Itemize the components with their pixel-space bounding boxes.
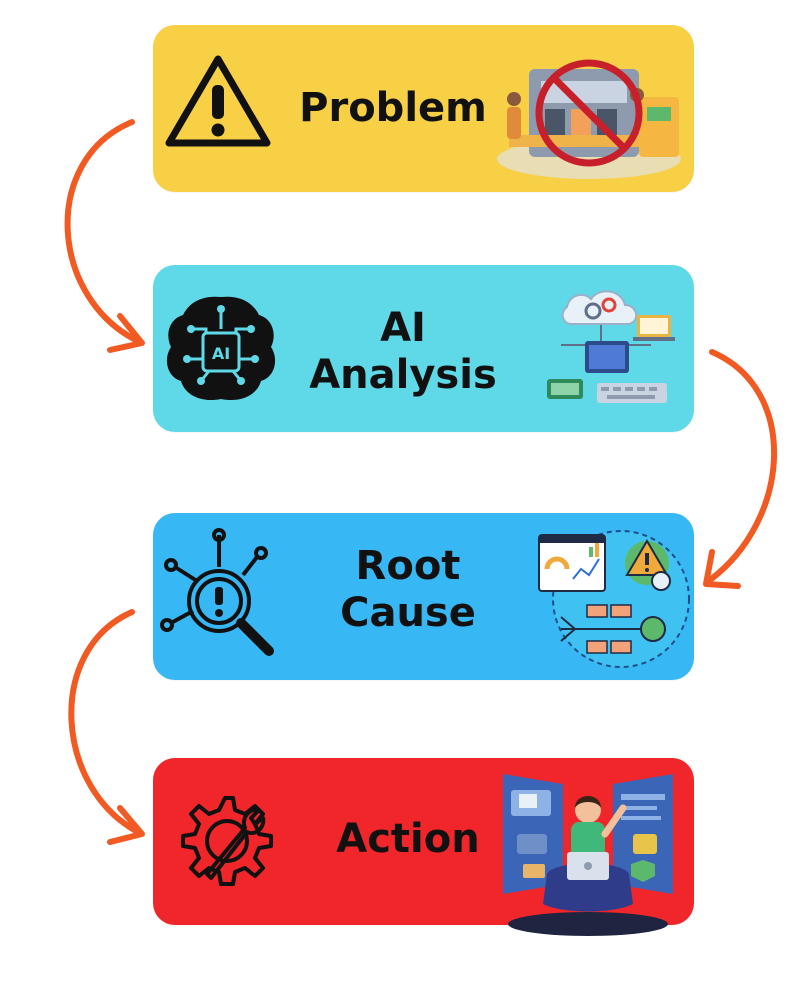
magnifier-alert-icon [160, 528, 274, 656]
cloud-computing-illustration [547, 290, 675, 403]
warning-icon [165, 55, 271, 147]
ai-brain-icon: AI [166, 296, 276, 401]
step-root-cause-label: Root Cause [340, 543, 476, 637]
step-root-cause-card: Root Cause [153, 513, 694, 680]
svg-text:AI: AI [212, 344, 230, 363]
gear-wrench-icon [181, 796, 273, 886]
arrow-problem-to-analysis [64, 119, 143, 345]
analysis-dashboard-illustration [538, 530, 690, 668]
factory-blocked-illustration [497, 59, 681, 179]
developer-illustration [503, 774, 673, 936]
arrowhead-3 [107, 805, 145, 845]
step-action-card: Action [153, 758, 694, 936]
arrowhead-2 [703, 549, 741, 589]
arrow-analysis-to-rootcause [707, 349, 778, 583]
arrowhead-1 [107, 313, 145, 353]
arrow-rootcause-to-action [68, 609, 143, 836]
step-ai-analysis-label: AI Analysis [309, 305, 497, 399]
step-problem-card: Problem [153, 25, 694, 192]
step-problem-label: Problem [299, 85, 487, 131]
step-action-label: Action [336, 816, 480, 862]
step-ai-analysis-card: AI AI Analysis [153, 265, 694, 432]
